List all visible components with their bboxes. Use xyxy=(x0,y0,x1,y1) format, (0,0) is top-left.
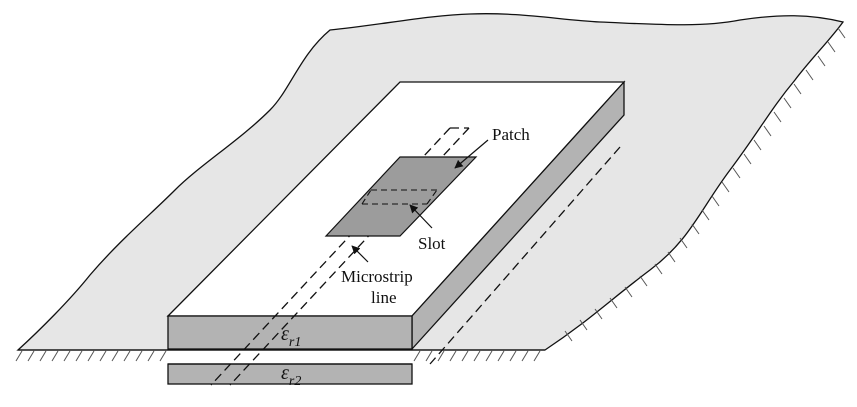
microstrip-label: Microstrip xyxy=(341,267,413,286)
epsilon-r2-symbol: ε xyxy=(281,362,289,384)
upper-substrate-front xyxy=(167,315,413,350)
slot-label: Slot xyxy=(418,234,446,253)
microstrip-arrow xyxy=(351,245,369,263)
patch xyxy=(324,156,478,237)
epsilon-r2-subscript: r2 xyxy=(289,374,301,389)
patch-label: Patch xyxy=(492,125,530,144)
ground-hatch-right xyxy=(564,27,846,342)
epsilon-r2-label: εr2 xyxy=(281,362,301,389)
patch-arrow xyxy=(454,139,489,169)
slot xyxy=(361,189,438,205)
epsilon-r1-label: εr1 xyxy=(281,323,301,350)
ground-hatch-front xyxy=(15,350,541,362)
microstrip-label-line2: line xyxy=(371,288,397,307)
epsilon-r1-subscript: r1 xyxy=(289,335,301,350)
slot-arrow xyxy=(409,204,433,229)
epsilon-r1-symbol: ε xyxy=(281,323,289,345)
